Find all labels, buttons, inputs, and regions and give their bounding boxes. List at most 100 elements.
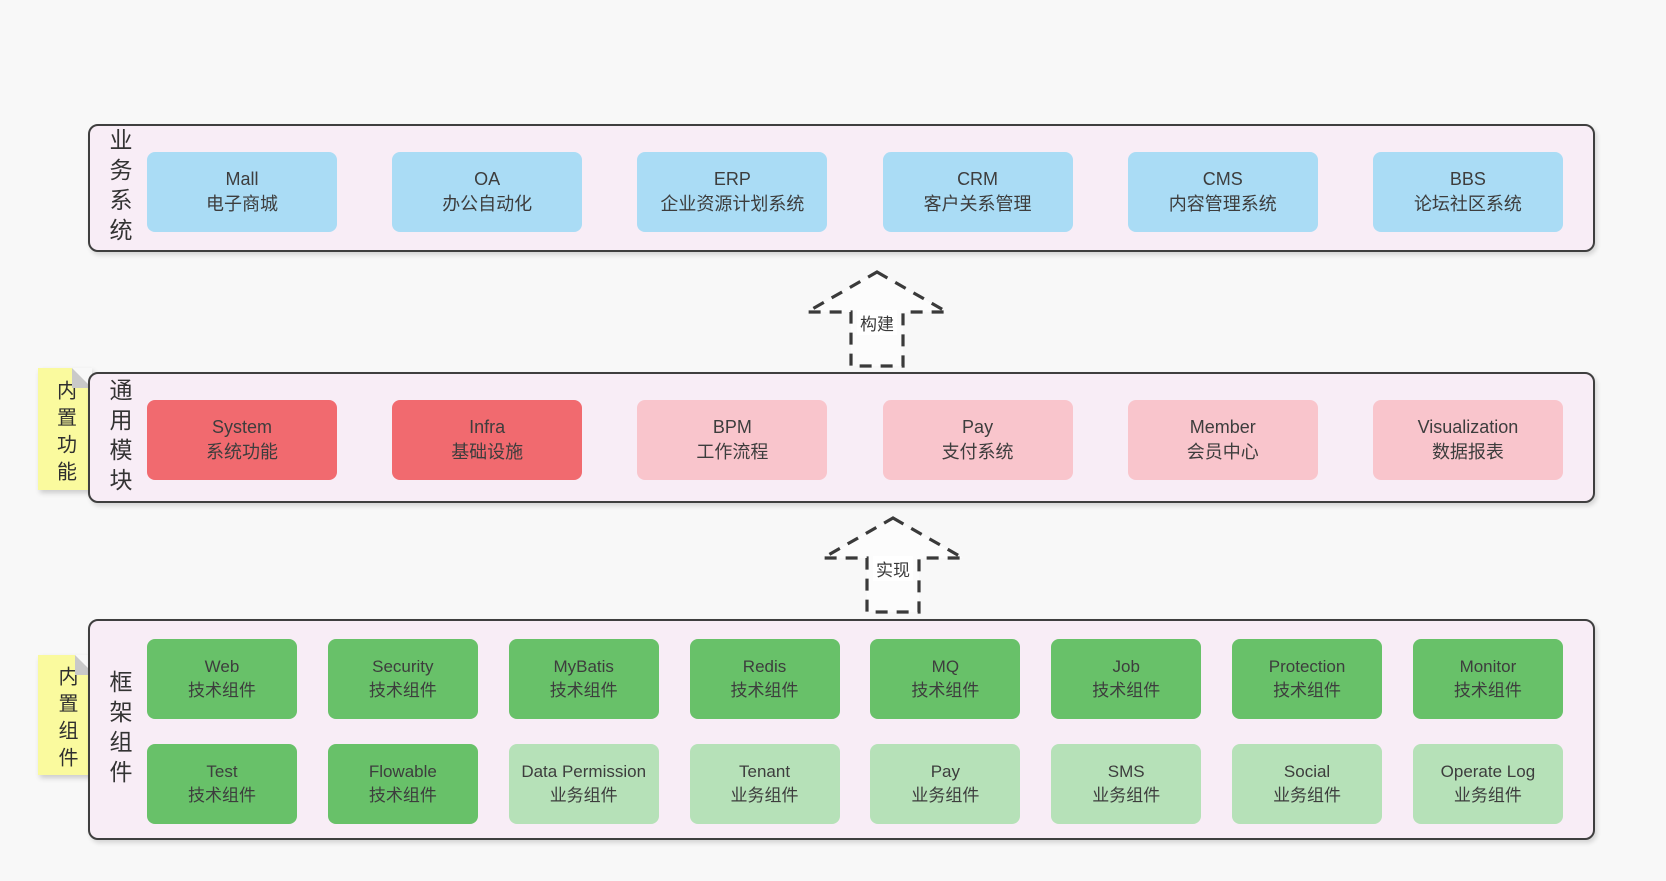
box-subtitle: 办公自动化: [442, 194, 533, 214]
box-security: Security 技术组件: [327, 639, 478, 719]
box-monitor: Monitor 技术组件: [1412, 639, 1563, 719]
box-title: SMS: [1107, 762, 1145, 781]
box-title: Social: [1283, 762, 1331, 781]
box-bpm: BPM 工作流程: [637, 400, 828, 480]
box-title: Job: [1112, 657, 1140, 676]
box-subtitle: 业务组件: [1273, 786, 1342, 805]
box-title: Infra: [469, 417, 506, 437]
sticky-note-label: 内置功能: [53, 380, 76, 488]
panel-business-systems: 业务系统 Mall 电子商城 OA 办公自动化 ERP 企业资源计划系统 CRM 客户关系管理…: [88, 124, 1595, 252]
box-mall: Mall 电子商城: [147, 152, 337, 232]
box-web: Web 技术组件: [147, 639, 297, 719]
box-subtitle: 系统功能: [206, 442, 278, 462]
box-mq: MQ 技术组件: [870, 639, 1021, 719]
box-title: CRM: [957, 169, 999, 189]
box-protection: Protection 技术组件: [1232, 639, 1383, 719]
box-subtitle: 技术组件: [188, 681, 256, 700]
box-title: Mall: [225, 169, 259, 189]
box-mybatis: MyBatis 技术组件: [508, 639, 659, 719]
box-bbs: BBS 论坛社区系统: [1372, 152, 1563, 232]
box-social: Social 业务组件: [1232, 744, 1383, 824]
box-visualization: Visualization 数据报表: [1372, 400, 1563, 480]
box-subtitle: 技术组件: [368, 786, 437, 805]
box-subtitle: 技术组件: [549, 681, 618, 700]
box-title: Monitor: [1459, 657, 1517, 676]
box-title: Pay: [962, 417, 994, 437]
box-subtitle: 技术组件: [1453, 681, 1522, 700]
box-subtitle: 业务组件: [730, 786, 799, 805]
box-title: Test: [206, 762, 238, 781]
box-operate-log: Operate Log 业务组件: [1412, 744, 1563, 824]
box-title: Security: [372, 657, 434, 676]
business-box-row: Mall 电子商城 OA 办公自动化 ERP 企业资源计划系统 CRM 客户关系管理 CMS 内容…: [147, 152, 1563, 232]
box-oa: OA 办公自动化: [392, 152, 583, 232]
sticky-note-built-in-components: 内置组件: [38, 655, 95, 775]
box-flowable: Flowable 技术组件: [327, 744, 478, 824]
box-subtitle: 工作流程: [696, 442, 769, 462]
box-title: BPM: [712, 417, 752, 437]
box-subtitle: 技术组件: [1273, 681, 1342, 700]
box-subtitle: 业务组件: [1453, 786, 1522, 805]
box-test: Test 技术组件: [147, 744, 297, 824]
box-title: BBS: [1449, 169, 1486, 189]
box-subtitle: 业务组件: [911, 786, 980, 805]
box-pay: Pay 支付系统: [882, 400, 1073, 480]
implement-arrow-label: 实现: [873, 556, 913, 581]
box-title: Visualization: [1417, 417, 1519, 437]
box-subtitle: 业务组件: [549, 786, 618, 805]
box-title: OA: [474, 169, 501, 189]
box-pay: Pay 业务组件: [870, 744, 1021, 824]
box-title: Redis: [742, 657, 787, 676]
box-subtitle: 论坛社区系统: [1413, 194, 1522, 214]
sticky-note-label: 内置组件: [55, 666, 77, 774]
box-subtitle: 技术组件: [911, 681, 980, 700]
box-subtitle: 企业资源计划系统: [660, 194, 805, 214]
box-subtitle: 会员中心: [1186, 442, 1259, 462]
box-redis: Redis 技术组件: [689, 639, 840, 719]
box-subtitle: 支付系统: [941, 442, 1014, 462]
box-member: Member 会员中心: [1127, 400, 1318, 480]
box-title: System: [211, 417, 272, 437]
box-subtitle: 技术组件: [368, 681, 437, 700]
box-erp: ERP 企业资源计划系统: [637, 152, 828, 232]
box-system: System 系统功能: [147, 400, 337, 480]
box-tenant: Tenant 业务组件: [689, 744, 840, 824]
box-subtitle: 客户关系管理: [923, 194, 1032, 214]
box-job: Job 技术组件: [1051, 639, 1202, 719]
box-cms: CMS 内容管理系统: [1127, 152, 1318, 232]
sticky-note-built-in-features: 内置功能: [38, 368, 92, 490]
build-arrow-label: 构建: [857, 310, 897, 335]
box-sms: SMS 业务组件: [1051, 744, 1202, 824]
box-subtitle: 技术组件: [188, 786, 256, 805]
box-title: CMS: [1202, 169, 1243, 189]
panel-business-label: 业务系统: [106, 128, 132, 248]
box-title: Protection: [1268, 657, 1346, 676]
implement-arrow: 实现: [818, 512, 968, 616]
box-title: MQ: [931, 657, 960, 676]
box-subtitle: 业务组件: [1092, 786, 1161, 805]
box-subtitle: 内容管理系统: [1168, 194, 1277, 214]
box-title: Operate Log: [1440, 762, 1536, 781]
box-crm: CRM 客户关系管理: [882, 152, 1073, 232]
build-arrow: 构建: [802, 266, 952, 370]
box-subtitle: 技术组件: [730, 681, 799, 700]
box-title: Pay: [930, 762, 961, 781]
box-subtitle: 电子商城: [206, 194, 278, 214]
box-subtitle: 技术组件: [1092, 681, 1161, 700]
box-title: Flowable: [368, 762, 437, 781]
box-title: MyBatis: [553, 657, 614, 676]
box-title: Web: [204, 657, 240, 676]
box-title: Member: [1189, 417, 1256, 437]
box-title: ERP: [713, 169, 751, 189]
panel-components-label: 框架组件: [106, 669, 132, 790]
box-subtitle: 数据报表: [1431, 442, 1504, 462]
box-title: Tenant: [739, 762, 791, 781]
